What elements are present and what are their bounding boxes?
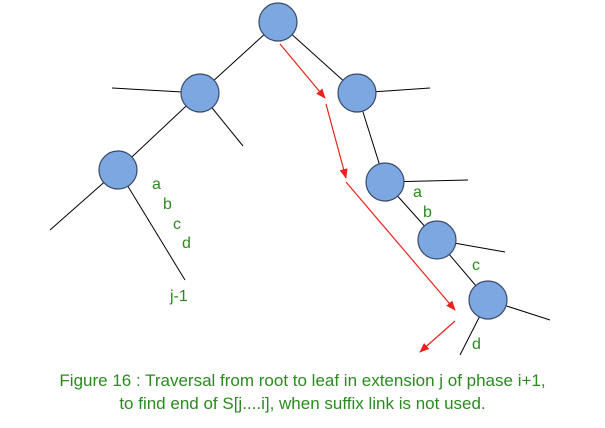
label-right-d: d <box>472 336 481 353</box>
node-right <box>337 73 377 113</box>
label-left-b: b <box>163 196 172 213</box>
traversal-segment-2 <box>325 103 348 179</box>
node-right-child <box>365 162 405 202</box>
label-left-c: c <box>173 216 181 233</box>
figure-caption-line-1: Figure 16 : Traversal from root to leaf … <box>59 371 546 390</box>
label-left-a: a <box>152 176 161 193</box>
label-leaf-j-minus-1: j-1 <box>169 288 188 305</box>
traversal-segment-3 <box>345 181 456 311</box>
traversal-segment-1 <box>279 43 326 99</box>
label-left-d: d <box>182 235 191 252</box>
edge-labels: a b c d j-1 a b c d <box>152 176 481 353</box>
label-right-b: b <box>423 204 432 221</box>
node-right-grandchild <box>417 220 457 260</box>
edge-leftchild-leaf <box>117 169 186 281</box>
figure-caption-line-2: to find end of S[j....i], when suffix li… <box>119 394 486 413</box>
label-right-a: a <box>413 184 422 201</box>
traversal-segment-4 <box>419 320 456 353</box>
node-right-end <box>468 280 508 320</box>
traversal-path <box>279 43 456 353</box>
node-root <box>258 2 298 42</box>
node-left <box>180 73 220 113</box>
tree-nodes <box>98 2 508 320</box>
node-left-child <box>98 150 138 190</box>
label-right-c: c <box>472 257 480 274</box>
